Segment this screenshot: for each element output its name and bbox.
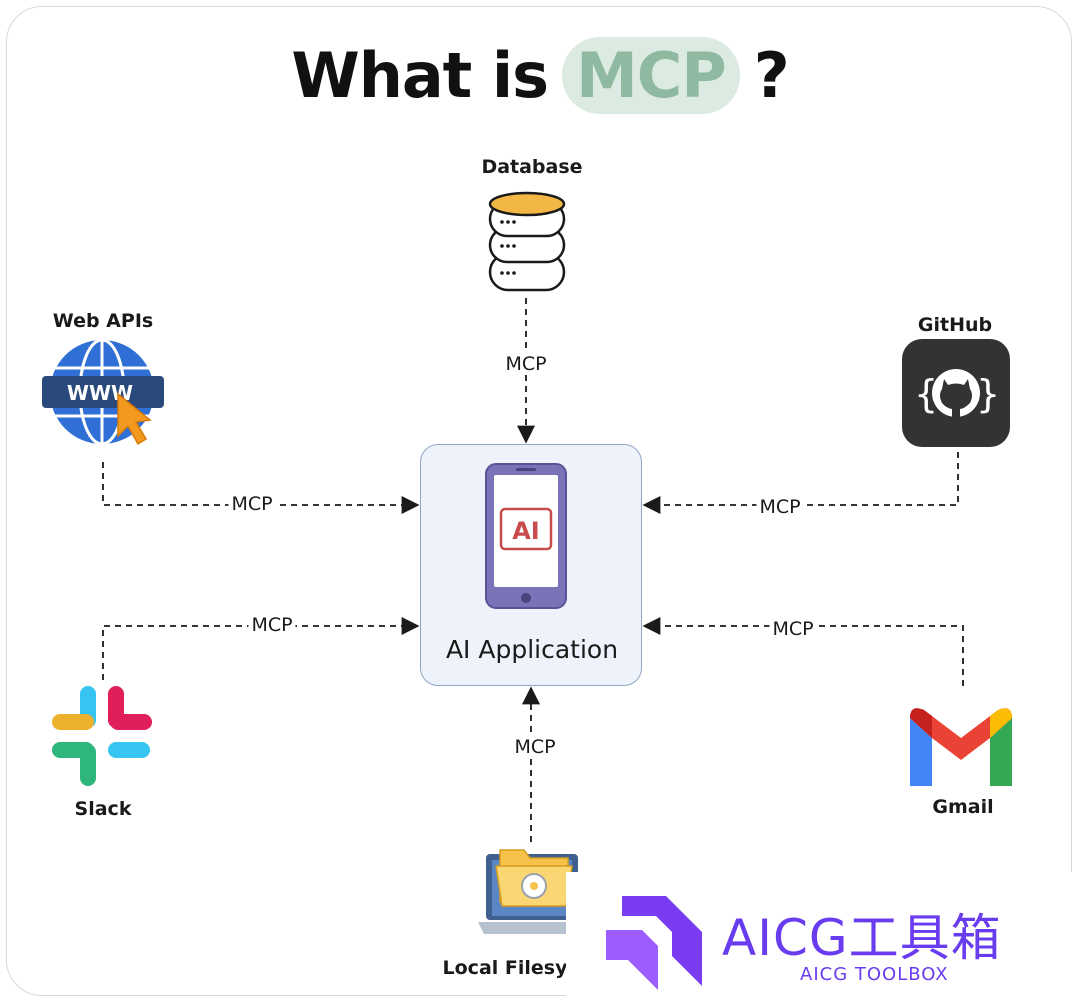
- device-screen-text: AI: [512, 517, 540, 545]
- page-title: What is MCP ?: [0, 30, 1080, 120]
- gmail-label: Gmail: [932, 796, 994, 818]
- title-suffix: ?: [753, 38, 790, 112]
- watermark-title: AICG工具箱: [722, 909, 1002, 967]
- gmail-icon: [910, 708, 1012, 786]
- ai-application-label: AI Application: [445, 635, 619, 664]
- www-globe-icon: WWW: [42, 338, 164, 446]
- watermark-subtitle: AICG TOOLBOX: [800, 964, 949, 985]
- ai-application-box: AI AI Application: [420, 444, 642, 686]
- aicg-logo-icon: [606, 896, 702, 990]
- mcp-label-github: MCP: [756, 496, 804, 518]
- smartphone-icon: AI: [485, 463, 567, 609]
- database-icon: [488, 191, 566, 292]
- title-highlight: MCP: [562, 36, 740, 114]
- mcp-label-local-fs: MCP: [511, 736, 559, 758]
- title-prefix: What is: [291, 38, 549, 112]
- connector-web-apis: [102, 462, 420, 514]
- mcp-label-gmail: MCP: [769, 618, 817, 640]
- github-icon: { }: [902, 339, 1010, 447]
- connector-gmail: [642, 617, 964, 686]
- slack-icon: [52, 686, 152, 786]
- mcp-label-web-apis: MCP: [228, 493, 276, 515]
- svg-text:}: }: [976, 372, 1000, 416]
- mcp-label-slack: MCP: [248, 614, 296, 636]
- web-apis-label: Web APIs: [52, 310, 154, 332]
- mcp-label-database: MCP: [502, 353, 550, 375]
- local-fs-label: Local Filesy: [442, 957, 568, 979]
- github-label: GitHub: [917, 314, 993, 336]
- watermark: AICG工具箱 AICG TOOLBOX: [566, 872, 1080, 1008]
- slack-label: Slack: [74, 798, 132, 820]
- database-label: Database: [481, 156, 583, 178]
